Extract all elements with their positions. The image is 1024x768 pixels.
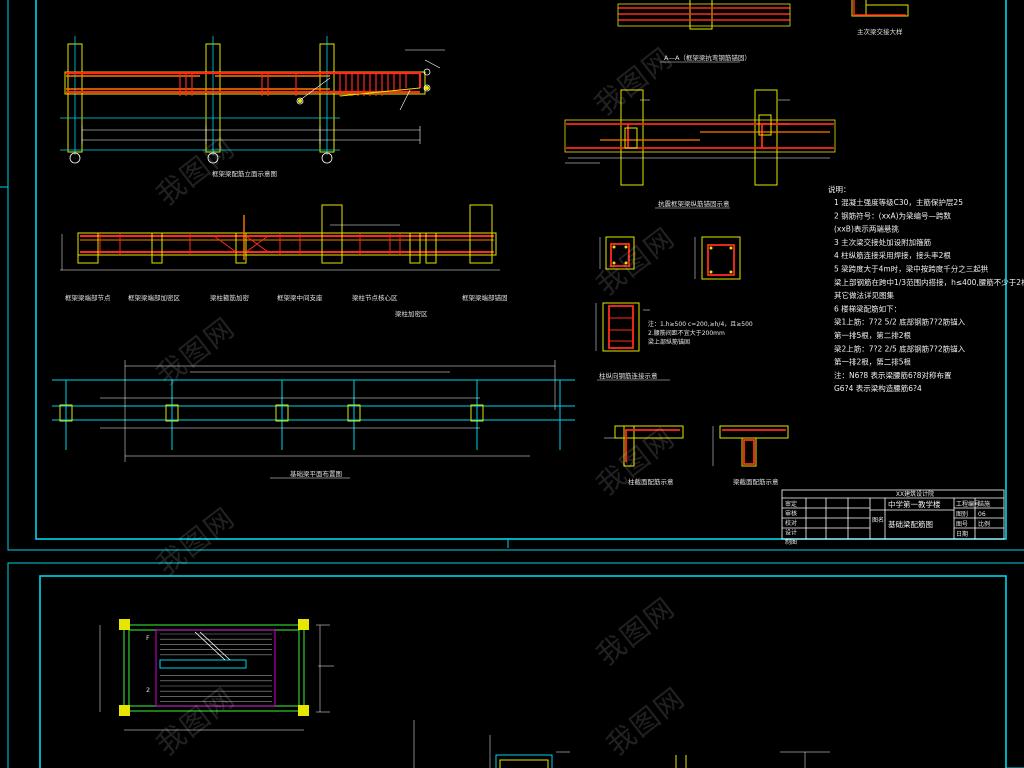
note-line: 梁2上筋：7?2 2/5 底部钢筋7?2筋锚入 <box>834 343 966 353</box>
section-aa-strip: A—A（框架梁抗弯钢筋锚固） <box>617 0 791 63</box>
tb-field-label: 审定 <box>785 500 797 508</box>
note-line: 6 楼梯梁配筋如下： <box>834 303 901 313</box>
tb-project: 中学第一教学楼 <box>888 499 941 509</box>
note-line: 注：N6?8 表示梁腰筋6?8对称布置 <box>834 370 952 380</box>
tb-field-label: 制图 <box>785 538 797 546</box>
sheet2-frame <box>7 562 1024 768</box>
title-block <box>781 489 1005 540</box>
note-line: 梁1上筋：7?2 5/2 底部钢筋7?2筋锚入 <box>834 317 966 327</box>
section-note-line: 2.腰筋间距不宜大于200mm <box>648 329 725 337</box>
tb-header: XX建筑设计院 <box>896 490 934 498</box>
notes-title: 说明： <box>828 184 851 194</box>
note-line: (xxB)表示两端悬挑 <box>834 224 899 234</box>
stair-plan: F 2 <box>99 619 334 731</box>
beam-elevation-1: 框架梁配筋立面示意图 <box>60 36 445 178</box>
row-label: 框架梁端部锚固 <box>462 293 508 302</box>
note-line: 其它做法详见图集 <box>834 290 894 300</box>
tb-stamp: 图名 <box>872 516 884 524</box>
tb-field-label: 审核 <box>785 510 797 518</box>
tb-field-label: 设计 <box>785 529 797 537</box>
note-line: 梁上部钢筋在跨中1/3范围内搭接，h≤400,腰筋不少于2根 <box>834 277 1024 287</box>
sheet1-frame <box>0 0 1024 551</box>
sheet2-bottom-details <box>413 720 830 768</box>
row-label: 框架梁中间支座 <box>277 293 323 302</box>
note-line: 1 混凝土强度等级C30，主筋保护层25 <box>834 197 963 207</box>
note-line: 第一排2根，第二排5根 <box>834 357 912 367</box>
row-label: 梁柱箍筋加密 <box>210 293 250 302</box>
foundation-plan: 基础梁平面布置图 <box>52 360 575 479</box>
section-note-line: 梁上部纵筋锚固 <box>648 338 690 346</box>
note-line: 2 钢筋符号：(xxA)为梁编号—跨数 <box>834 210 952 220</box>
stair-label-f: F <box>146 634 150 642</box>
note-line: 3 主次梁交接处加设附加箍筋 <box>834 237 932 247</box>
note-line: 第一排5根，第二排2根 <box>834 330 912 340</box>
tb-meta-label: 工程编号 <box>956 500 980 508</box>
beam-junction-detail: 主次梁交接大样 <box>851 0 909 36</box>
caption-beam1: 框架梁配筋立面示意图 <box>212 169 277 178</box>
note-line: 4 柱纵筋连接采用焊接，接头率2根 <box>834 250 951 260</box>
caption-section-aa: A—A（框架梁抗弯钢筋锚固） <box>664 53 751 62</box>
tb-meta-value: 比例 <box>978 520 990 528</box>
row-label: 框架梁端部节点 <box>65 293 111 302</box>
caption-small1: 柱截面配筋示意 <box>628 477 674 486</box>
caption-plan: 基础梁平面布置图 <box>290 469 342 478</box>
tb-meta-label: 图别 <box>956 510 968 518</box>
tie-details: 柱纵向钢筋连接示意 柱截面配筋示意 梁截面配筋示意 <box>597 371 789 486</box>
note-line: G6?4 表示梁构造腰筋6?4 <box>834 383 922 393</box>
tb-meta-label: 图号 <box>956 521 968 528</box>
stair-label-2: 2 <box>146 686 150 694</box>
caption-tie: 柱纵向钢筋连接示意 <box>599 371 658 380</box>
caption-small2: 梁截面配筋示意 <box>733 477 779 486</box>
anchor-detail: 抗震框架梁纵筋锚固示意 <box>564 89 836 209</box>
beam-elevation-row: 框架梁端部节点 框架梁端部加密区 梁柱箍筋加密 框架梁中间支座 梁柱节点核心区 框架梁端部… <box>60 204 508 318</box>
design-notes: 说明： 1 混凝土强度等级C30，主筋保护层25 2 钢筋符号：(xxA)为梁编号… <box>828 184 1024 393</box>
tb-field-label: 校对 <box>785 519 797 527</box>
tb-meta-label: 日期 <box>956 530 968 538</box>
note-line: 5 梁跨度大于4m时，梁中按跨度千分之三起拱 <box>834 264 989 274</box>
row-sublabel: 梁柱加密区 <box>395 309 428 318</box>
row-label: 框架梁端部加密区 <box>128 293 181 302</box>
tb-drawing: 基础梁配筋图 <box>888 519 933 529</box>
section-note-line: 注：1.h≥500 c=200,≥h/4，且≥500 <box>648 320 753 328</box>
section-details: 注：1.h≥500 c=200,≥h/4，且≥5002.腰筋间距不宜大于200m… <box>595 236 753 352</box>
row-label: 梁柱节点核心区 <box>352 293 398 302</box>
caption-junction: 主次梁交接大样 <box>857 27 903 36</box>
tb-meta-value: 06 <box>978 511 986 518</box>
caption-anchor: 抗震框架梁纵筋锚固示意 <box>658 199 730 208</box>
tb-meta-value: 结施 <box>978 500 990 508</box>
